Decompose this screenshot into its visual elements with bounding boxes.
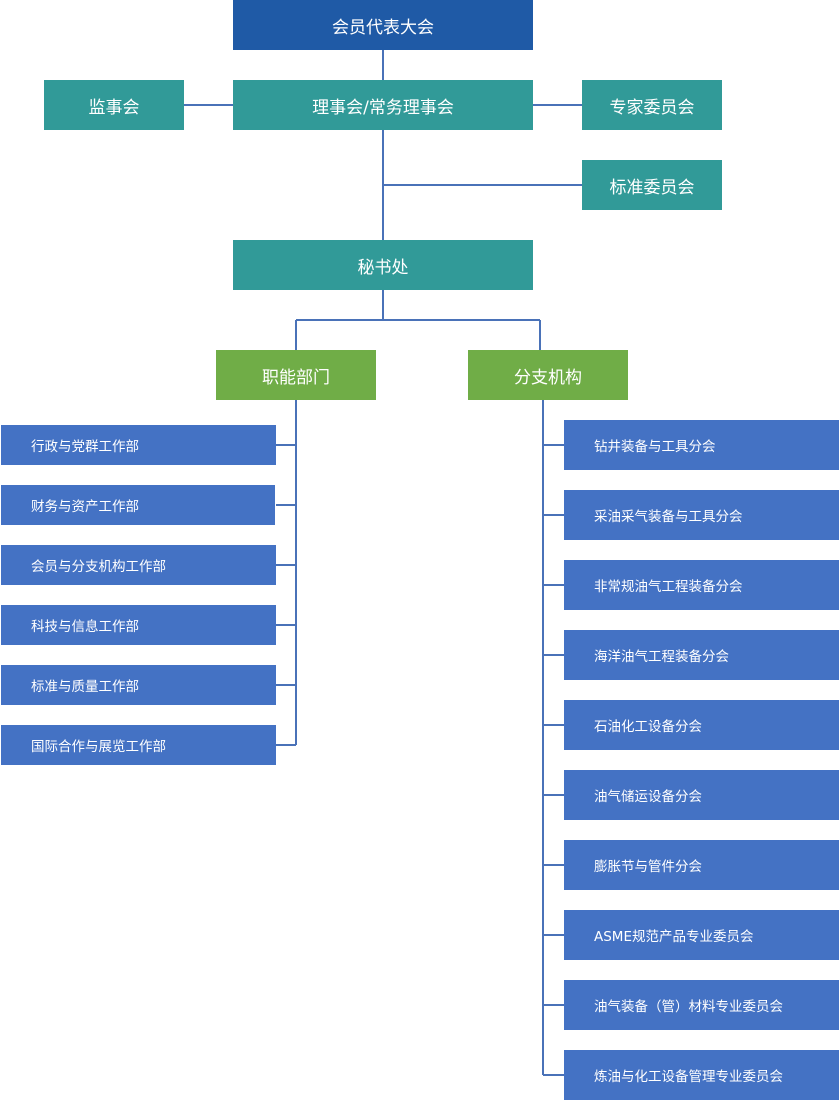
node-secretariat: 秘书处: [233, 240, 533, 290]
department-node: 行政与党群工作部: [1, 425, 276, 465]
node-standards: 标准委员会: [582, 160, 722, 210]
node-assembly: 会员代表大会: [233, 0, 533, 50]
node-board: 理事会/常务理事会: [233, 80, 533, 130]
branch-node: 油气装备（管）材料专业委员会: [564, 980, 839, 1030]
department-node: 标准与质量工作部: [1, 665, 276, 705]
branch-node: ASME规范产品专业委员会: [564, 910, 839, 960]
node-experts: 专家委员会: [582, 80, 722, 130]
branch-node: 油气储运设备分会: [564, 770, 839, 820]
department-node: 会员与分支机构工作部: [1, 545, 276, 585]
node-functional-departments: 职能部门: [216, 350, 376, 400]
department-node: 财务与资产工作部: [1, 485, 275, 525]
branch-node: 膨胀节与管件分会: [564, 840, 839, 890]
branch-node: 采油采气装备与工具分会: [564, 490, 839, 540]
node-branch-organizations: 分支机构: [468, 350, 628, 400]
department-node: 科技与信息工作部: [1, 605, 276, 645]
branch-node: 炼油与化工设备管理专业委员会: [564, 1050, 839, 1100]
branch-node: 石油化工设备分会: [564, 700, 839, 750]
department-node: 国际合作与展览工作部: [1, 725, 276, 765]
branch-node: 非常规油气工程装备分会: [564, 560, 839, 610]
node-supervisors: 监事会: [44, 80, 184, 130]
branch-node: 钻井装备与工具分会: [564, 420, 839, 470]
branch-node: 海洋油气工程装备分会: [564, 630, 839, 680]
